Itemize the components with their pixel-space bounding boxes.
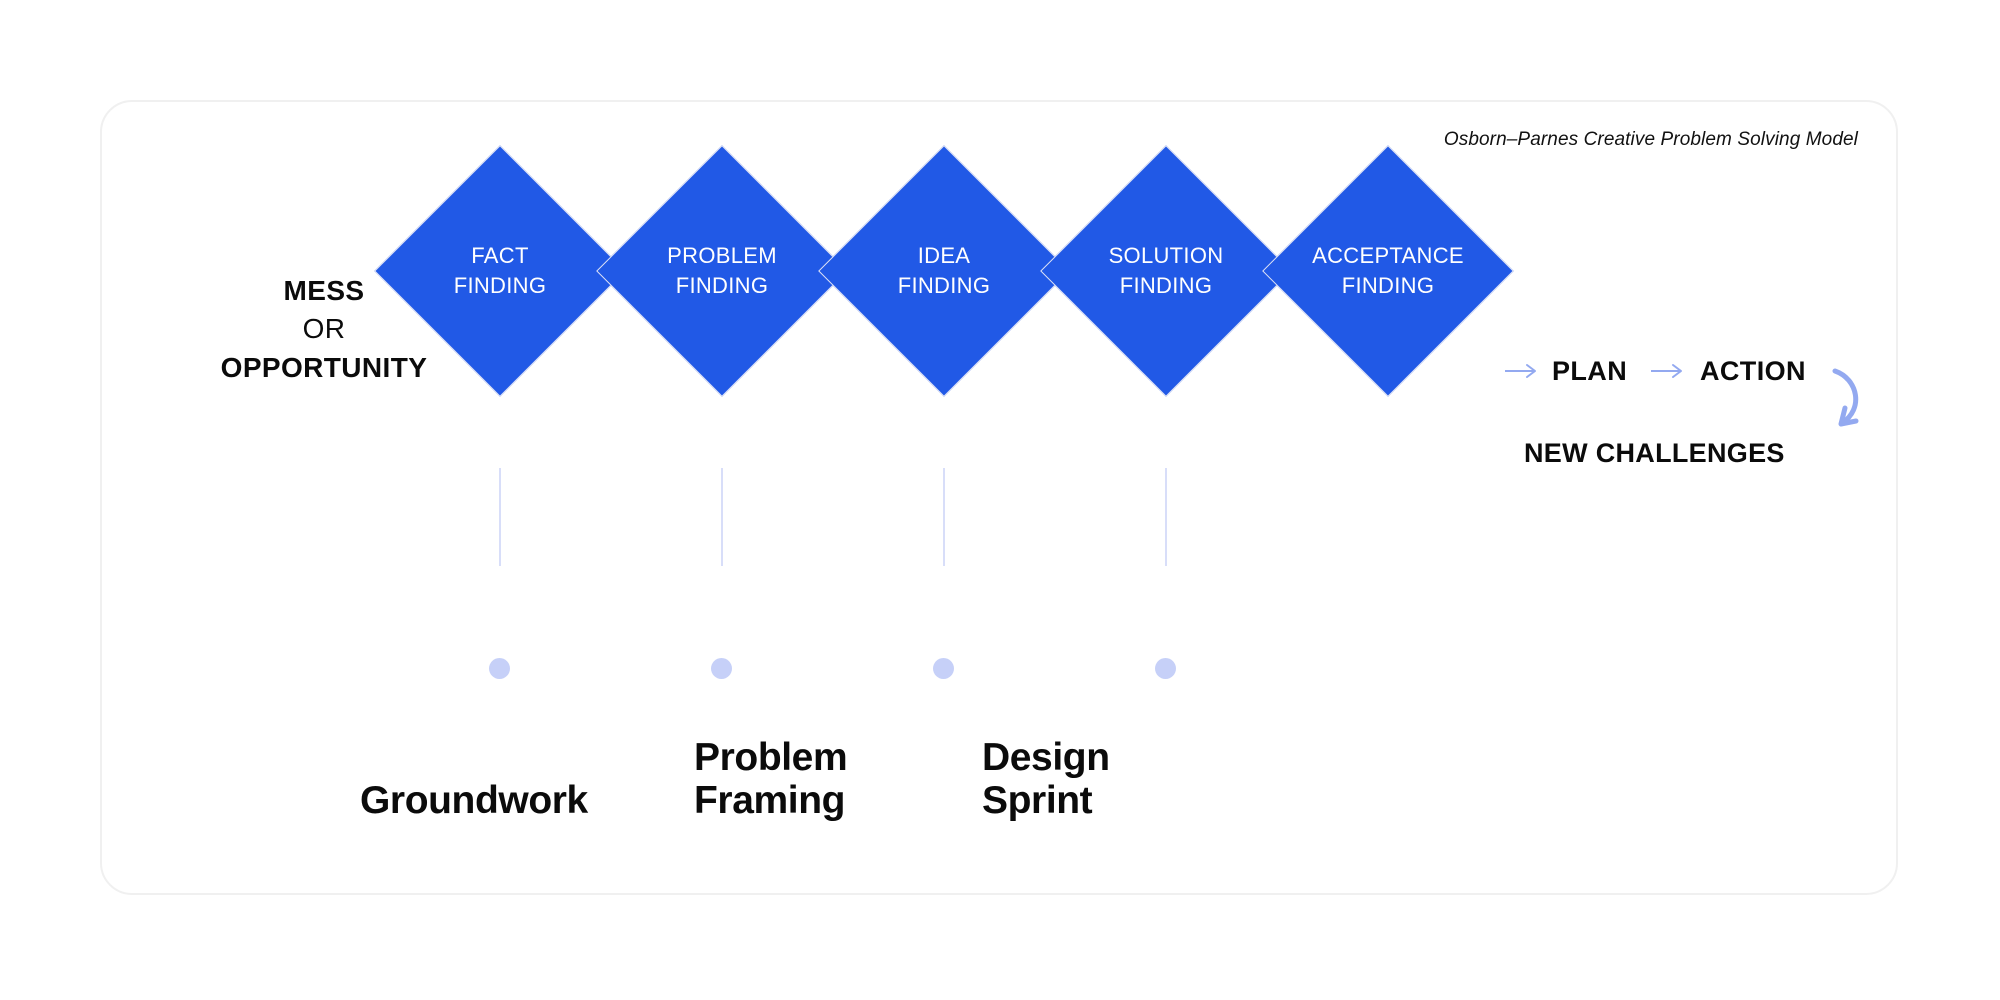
diamond-shape (596, 145, 848, 397)
connector-line (1165, 468, 1167, 566)
entry-line-opportunity: OPPORTUNITY (220, 351, 428, 383)
connector-line (721, 468, 723, 566)
stage-diamond-fact-finding[interactable]: FACT FINDING (374, 145, 626, 397)
stage-diamond-acceptance-finding[interactable]: ACCEPTANCE FINDING (1262, 145, 1514, 397)
stage-diamond-problem-finding[interactable]: PROBLEM FINDING (596, 145, 848, 397)
tail-label-new-challenges: NEW CHALLENGES (1524, 438, 1785, 468)
connector-dot (489, 658, 510, 679)
diamond-shape (1040, 145, 1292, 397)
diagram-caption: Osborn–Parnes Creative Problem Solving M… (1443, 129, 1858, 150)
diamond-shape (374, 145, 626, 397)
phase-label-problem-framing: Problem Framing (694, 735, 848, 823)
connector-dot (933, 658, 954, 679)
tail-label-plan: PLAN (1552, 356, 1628, 386)
phase-label-design-sprint: Design Sprint (982, 735, 1110, 823)
phase-label-groundwork: Groundwork (360, 779, 588, 823)
stage-diamond-idea-finding[interactable]: IDEA FINDING (818, 145, 1070, 397)
diamond-shape (1262, 145, 1514, 397)
diagram-card: Osborn–Parnes Creative Problem Solving M… (100, 100, 1898, 895)
tail-label-action: ACTION (1700, 356, 1806, 386)
connector-dot (711, 658, 732, 679)
entry-line-or: OR (302, 313, 346, 345)
curved-arrow-down-left-icon (1832, 368, 1859, 427)
arrow-right-icon (1651, 364, 1682, 378)
connector-line (499, 468, 501, 566)
entry-line-mess: MESS (283, 275, 365, 306)
connector-line (943, 468, 945, 566)
arrow-right-icon (1505, 364, 1536, 378)
connector-dot (1155, 658, 1176, 679)
stage-diamond-solution-finding[interactable]: SOLUTION FINDING (1040, 145, 1292, 397)
entry-point-label: MESS OR OPPORTUNITY (174, 272, 474, 387)
diamond-shape (818, 145, 1070, 397)
